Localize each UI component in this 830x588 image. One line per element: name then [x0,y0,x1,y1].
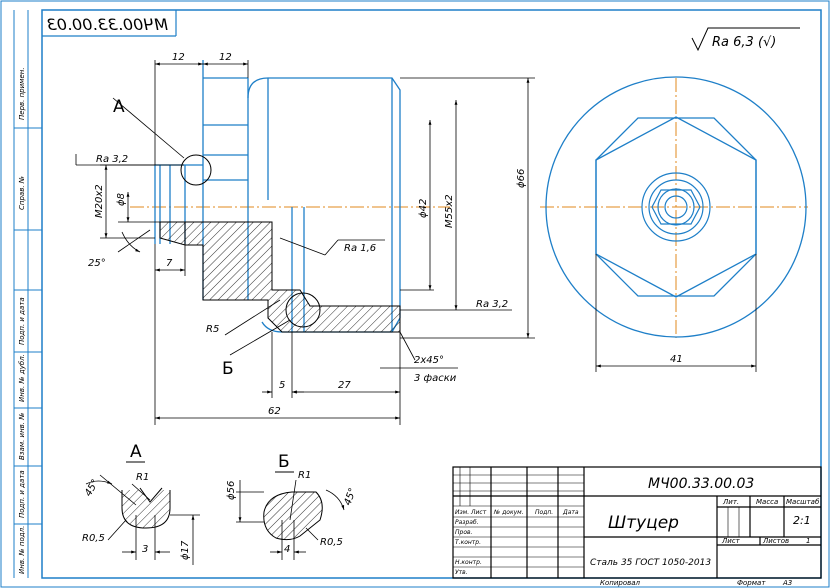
detail-a-circle [180,154,212,186]
detail-b-r05: R0,5 [320,537,343,548]
side-label-replace-inv: Взам. инв. № [18,412,26,460]
footer: Копировал Формат А3 [600,579,792,587]
chamfer-note: 3 фаски [414,373,457,384]
dim-m20: M20x2 [94,184,105,218]
dim-66: ϕ66 [516,169,527,188]
side-stamp [13,10,42,578]
tb-sheet-label: Лист [721,537,741,545]
dim-62: 62 [268,406,281,417]
main-section-view: 12 12 ϕ66 ϕ42 M55x2 M20x2 ϕ8 7 25° R5 5 … [75,52,535,425]
tb-label-doc: № докум. [493,509,524,516]
chamfer-label: 2x45° [414,355,444,366]
detail-b-r1: R1 [298,470,311,481]
footer-format-value: А3 [782,579,792,587]
detail-a-d17: ϕ17 [180,540,191,560]
tb-sheets-label: Листов [762,537,789,545]
callout-a: А [113,97,125,117]
tb-role-ncontrol: Н.контр. [455,559,482,566]
detail-b-circle [285,292,321,328]
detail-b-4: 4 [284,544,290,555]
roughness-ra16: Ra 1,6 [344,243,376,254]
side-label-first-use: Перв. примен. [18,67,26,120]
detail-a-title: А [130,442,142,462]
tb-material: Сталь 35 ГОСТ 1050-2013 [590,558,711,568]
tb-label-change: Изм. [455,509,469,516]
tb-role-approved: Утв. [455,569,468,576]
detail-a-view: А R1 R0,5 45° 3 ϕ17 [82,442,200,565]
tb-sheets-value: 1 [806,537,810,545]
dim-12-right: 12 [219,52,232,63]
callout-b: Б [222,359,234,379]
dim-m55: M55x2 [444,194,455,228]
detail-a-r1: R1 [136,472,149,483]
side-label-reference: Справ. № [18,176,26,210]
detail-b-d56: ϕ56 [226,481,237,500]
section-hatch [184,221,401,333]
detail-b-title: Б [278,452,290,472]
tb-mass-label: Масса [756,498,778,506]
detail-b-view: Б R1 R0,5 45° 4 ϕ56 [226,452,359,560]
mirrored-code-text: МЧ00.33.00.03 [47,15,168,34]
tb-role-checked: Пров. [455,529,473,536]
surface-finish-text: Ra 6,3 (√) [712,35,776,50]
roughness-ra32-right: Ra 3,2 [476,299,508,310]
dim-25deg: 25° [88,258,106,269]
dim-7: 7 [166,258,173,269]
tb-scale-label: Масштаб [786,498,820,506]
dim-12-left: 12 [172,52,185,63]
tb-label-date: Дата [562,509,579,516]
title-block: Изм. Лист № докум. Подп. Дата Разраб. Пр… [452,466,822,579]
detail-b-angle: 45° [342,487,358,507]
tb-lit-label: Лит. [722,498,739,506]
dim-41: 41 [670,354,683,365]
detail-a-3: 3 [142,544,148,555]
dim-5: 5 [279,380,285,391]
footer-copied: Копировал [600,579,641,587]
tb-scale-value: 2:1 [793,514,811,527]
detail-a-r05: R0,5 [82,533,105,544]
side-label-orig-inv: Инв. № подл. [18,526,26,574]
dim-8: ϕ8 [116,193,127,206]
dim-42: ϕ42 [418,199,429,218]
tb-part-name: Штуцер [608,513,679,533]
mirrored-code-stamp: МЧ00.33.00.03 [42,10,177,37]
tb-role-tcontrol: Т.контр. [455,539,481,546]
dim-r5: R5 [206,324,219,335]
tb-label-sign: Подп. [535,509,553,516]
roughness-ra32-top: Ra 3,2 [96,154,128,165]
side-label-sign-date-2: Подп. и дата [18,470,26,518]
dim-27: 27 [338,380,351,391]
side-stamp-labels: Перв. примен. Справ. № Подп. и дата Инв.… [18,67,26,574]
side-label-dup-inv: Инв. № дубл. [18,354,26,402]
end-view: 41 [540,76,808,372]
tb-label-sheet: Лист [470,509,487,516]
footer-format-label: Формат [737,579,766,587]
tb-role-developer: Разраб. [455,519,479,526]
tb-designation: МЧ00.33.00.03 [648,476,754,492]
surface-finish-symbol: Ra 6,3 (√) [691,27,800,52]
side-label-sign-date-1: Подп. и дата [18,297,26,345]
